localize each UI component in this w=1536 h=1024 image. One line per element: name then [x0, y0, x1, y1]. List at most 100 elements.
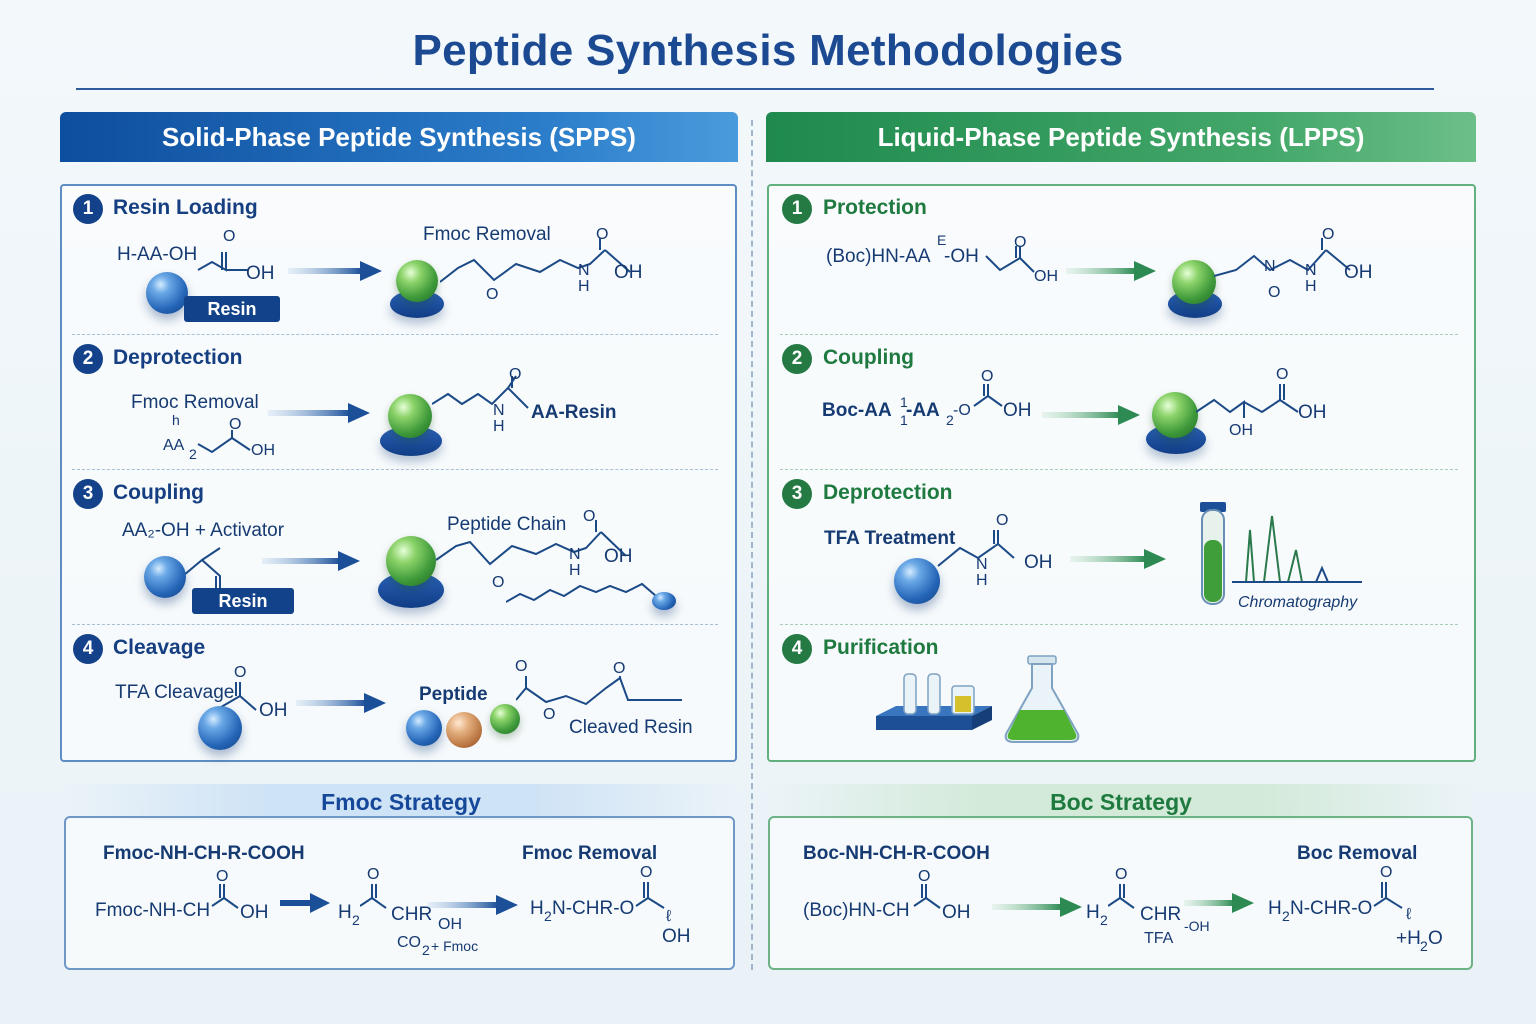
- atom-label: N: [1264, 258, 1276, 275]
- bond-lines: [360, 884, 387, 909]
- atom-label: N: [493, 402, 505, 419]
- fmoc-strategy-heading: Fmoc Strategy: [64, 784, 738, 820]
- atom-label: H: [1305, 278, 1317, 295]
- reaction-arrow: [992, 897, 1082, 917]
- bond-lines: [440, 238, 631, 283]
- atom-label: O: [583, 508, 596, 525]
- atom-label: OH: [438, 916, 462, 933]
- general-formula: Boc-NH-CH-R-COOH: [803, 843, 990, 864]
- atom-label: O: [1115, 866, 1128, 883]
- step-number: 2: [73, 344, 103, 374]
- reaction-arrow: [288, 261, 382, 281]
- product-label: AA-Resin: [531, 402, 617, 423]
- product-formula: N-CHR-O: [552, 898, 635, 919]
- atom-label: O: [543, 706, 556, 723]
- step-label: Deprotection: [113, 346, 243, 369]
- bond-lines: [635, 882, 665, 909]
- atom-label: OH: [1003, 400, 1032, 421]
- step-label: Purification: [823, 636, 939, 659]
- chromatogram: [1232, 515, 1362, 583]
- reaction-arrow: [296, 693, 386, 713]
- atom-label: ℓ: [666, 908, 672, 925]
- bond-lines: [436, 520, 627, 566]
- fmoc-strategy-panel: [64, 816, 735, 970]
- resin-bead: [652, 592, 676, 610]
- center-divider: [751, 120, 753, 970]
- bond-lines: [985, 246, 1035, 273]
- step-number: 4: [73, 634, 103, 664]
- atom-label: O: [492, 574, 505, 591]
- atom-label: 2: [1100, 912, 1108, 928]
- amino-acid-bead: [386, 536, 436, 586]
- reaction-arrow: [1070, 549, 1166, 569]
- amino-acid-bead: [490, 704, 520, 734]
- spps-separator: [72, 624, 718, 625]
- reaction-arrow: [428, 895, 518, 915]
- lpps-separator: [780, 469, 1458, 470]
- bond-lines: [1214, 238, 1351, 277]
- atom-label: H: [569, 562, 581, 579]
- atom-label: OH: [614, 262, 643, 283]
- step-label: Deprotection: [823, 481, 953, 504]
- bond-lines: [937, 530, 1015, 567]
- reactant-formula: H-AA-OH: [117, 244, 198, 265]
- atom-label: O: [229, 416, 242, 433]
- lpps-banner: Liquid-Phase Peptide Synthesis (LPPS): [766, 112, 1476, 162]
- atom-label: -O: [953, 402, 971, 419]
- bond-lines: [211, 884, 239, 909]
- atom-label: E: [937, 232, 947, 248]
- atom-label: OH: [1024, 552, 1053, 573]
- test-tube-icon: [1200, 502, 1226, 605]
- resin-tag: Resin: [192, 588, 294, 614]
- lpps-separator: [780, 334, 1458, 335]
- atom-label: AA: [163, 437, 185, 454]
- reaction-arrow: [1184, 893, 1254, 913]
- reactant-formula: -AA: [906, 400, 940, 421]
- amino-acid-bead: [1152, 392, 1198, 438]
- atom-label: OH: [240, 902, 269, 923]
- bond-lines: [1108, 884, 1135, 909]
- resin-bead: [198, 706, 242, 750]
- bond-lines: [197, 430, 251, 454]
- reactant-formula: (Boc)HN-AA: [826, 246, 931, 267]
- bond-lines: [973, 384, 1003, 407]
- amino-acid-bead: [446, 712, 482, 748]
- atom-label: O: [1322, 226, 1335, 243]
- byproduct-label: + Fmoc: [431, 938, 479, 954]
- reagent-label: TFA: [1144, 930, 1174, 947]
- atom-label: 2: [946, 412, 954, 428]
- lpps-panel: [767, 184, 1476, 762]
- atom-label: N: [578, 262, 590, 279]
- atom-label: O: [640, 864, 653, 881]
- bond-lines: [215, 682, 257, 711]
- bond-lines: [432, 375, 529, 409]
- atom-label: O: [486, 286, 499, 303]
- atom-label: 1: [900, 412, 908, 428]
- atom-label: O: [216, 868, 229, 885]
- amino-acid-bead: [396, 260, 438, 302]
- flask-icon: [1004, 655, 1080, 743]
- atom-label: OH: [942, 902, 971, 923]
- atom-label: H: [493, 418, 505, 435]
- atom-label: O: [515, 658, 528, 675]
- atom-label: OH: [604, 546, 633, 567]
- boc-strategy-heading: Boc Strategy: [770, 784, 1472, 820]
- step-label: Protection: [823, 196, 927, 219]
- reaction-arrow: [1042, 405, 1140, 425]
- general-formula: Fmoc-NH-CH-R-COOH: [103, 843, 305, 864]
- peptide-chain: [506, 582, 657, 603]
- atom-label: O: [981, 368, 994, 385]
- atom-label: OH: [251, 442, 275, 459]
- reaction-arrow: [280, 893, 330, 913]
- atom-label: OH: [246, 263, 275, 284]
- title-divider: [76, 88, 1434, 90]
- spps-separator: [72, 469, 718, 470]
- atom-label: H: [338, 902, 352, 923]
- atom-label: h: [172, 412, 180, 428]
- step-label: Cleavage: [113, 636, 206, 659]
- tube-rack-icon: [876, 673, 992, 730]
- product-label: Peptide Chain: [447, 514, 567, 535]
- atom-label: N: [1305, 262, 1317, 279]
- reactant-formula: (Boc)HN-CH: [803, 900, 910, 921]
- atom-label: O: [596, 226, 609, 243]
